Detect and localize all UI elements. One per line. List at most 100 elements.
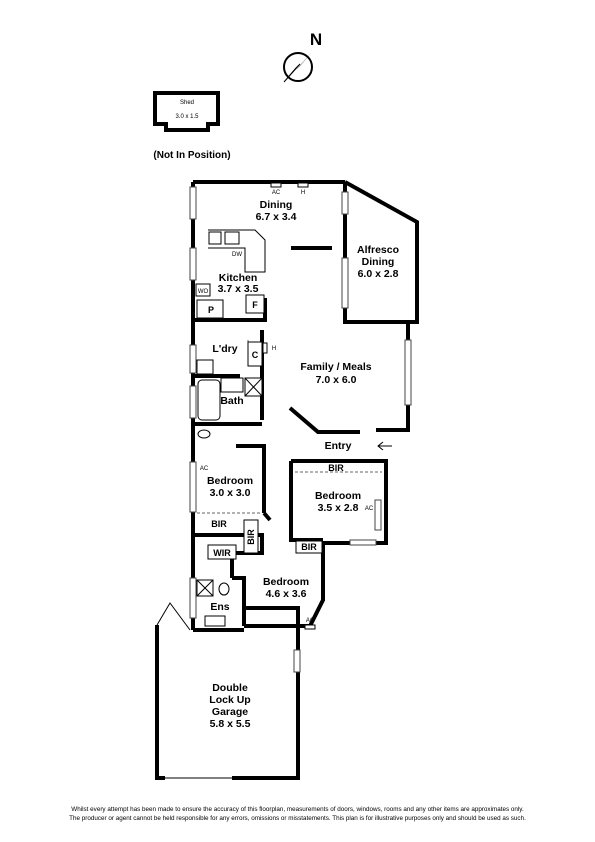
cupboard-box <box>247 341 263 367</box>
laundry-label: L'dry <box>212 343 237 355</box>
outer-wall-north-east <box>193 180 419 432</box>
dishwasher-label: DW <box>232 252 242 258</box>
house-walls <box>191 180 419 632</box>
garage-label-3: Garage <box>212 706 248 718</box>
alfresco-label-2: Dining <box>362 256 395 268</box>
bir-label-bed2: BIR <box>211 519 227 529</box>
fridge-box <box>245 294 265 314</box>
window-laundry <box>189 344 197 374</box>
bir-bed1-box <box>295 540 323 554</box>
window-dining <box>189 186 197 220</box>
toilet-icon <box>197 429 211 439</box>
pantry-box <box>196 299 224 319</box>
alfresco-size: 6.0 x 2.8 <box>358 268 399 280</box>
garage-size: 5.8 x 5.5 <box>210 718 251 730</box>
garage-label-1: Double <box>212 682 248 694</box>
vanity-icon <box>220 377 244 393</box>
wall-bedroom3-west <box>262 461 323 542</box>
wall-dining-divider <box>291 246 332 250</box>
cooktop-icon <box>208 231 222 245</box>
bathtub-icon <box>197 379 221 421</box>
bir-label-bed3: BIR <box>328 463 344 473</box>
alfresco-label-1: Alfresco <box>357 244 399 256</box>
window-bedroom3 <box>374 499 382 531</box>
garage-window <box>293 649 301 673</box>
wo-box <box>195 283 211 297</box>
garage-side-door <box>156 602 191 631</box>
sink-icon <box>224 231 240 245</box>
shed-label: Shed <box>180 100 194 106</box>
pantry-label: P <box>208 305 214 315</box>
bir-vertical-box <box>243 519 259 554</box>
kitchen-label: Kitchen <box>219 272 258 284</box>
bir-label-vertical: BIR <box>246 529 256 545</box>
ac-label-bedroom2: AC <box>200 466 209 472</box>
bedroom2-size: 3.0 x 3.0 <box>210 487 251 499</box>
bedroom1-label: Bedroom <box>263 576 309 588</box>
ensuite-toilet-icon <box>218 582 230 596</box>
kitchen-size: 3.7 x 3.5 <box>218 283 259 295</box>
wall-ensuite <box>230 553 246 626</box>
heater-unit-dining <box>297 182 309 188</box>
bedroom3-size: 3.5 x 2.8 <box>318 502 359 514</box>
window-dining-east <box>341 191 349 215</box>
ensuite-shower-cross-icon <box>196 579 214 597</box>
built-ins <box>197 340 382 560</box>
ac-unit-bedroom1 <box>304 624 316 630</box>
shed-size: 3.0 x 1.5 <box>175 114 199 120</box>
kitchen-bench <box>208 229 266 273</box>
family-label: Family / Meals <box>300 361 371 373</box>
wall-kitchen-south <box>193 298 267 322</box>
family-size: 7.0 x 6.0 <box>316 374 357 386</box>
ac-label-bedroom3: AC <box>365 506 374 512</box>
shed-outline <box>153 91 220 132</box>
ac-unit-dining <box>270 182 282 188</box>
bath-label: Bath <box>220 395 243 407</box>
window-kitchen <box>189 247 197 281</box>
window-bedroom3-south <box>349 539 377 546</box>
disclaimer-line-2: The producer or agent cannot be held res… <box>69 815 526 822</box>
window-ensuite <box>189 577 197 619</box>
heater-label-family: H <box>272 346 276 352</box>
window-family <box>404 339 412 406</box>
dining-size: 6.7 x 3.4 <box>256 211 297 223</box>
ensuite-label: Ens <box>210 601 229 613</box>
disclaimer-line-1: Whilst every attempt has been made to en… <box>71 806 524 813</box>
laundry-trough-icon <box>196 359 214 375</box>
window-bath <box>189 385 197 419</box>
heater-label-dining: H <box>301 190 305 196</box>
window-bedroom2 <box>189 461 197 513</box>
ac-label-bedroom1: AC <box>306 618 315 624</box>
dining-label: Dining <box>260 199 293 211</box>
wir-box <box>207 544 237 560</box>
compass-tail-icon <box>283 63 301 83</box>
windows <box>189 186 412 619</box>
garage-walls <box>155 606 300 780</box>
fixture-labels: AC H DW WO P F C H AC AC AC BIR BIR BIR … <box>198 190 374 624</box>
compass: N <box>283 30 322 83</box>
cupboard-label: C <box>252 350 259 360</box>
wet-area-fixtures <box>196 359 263 627</box>
garage <box>155 602 301 780</box>
ac-label-dining: AC <box>272 190 281 196</box>
bir-label-bed1: BIR <box>301 542 317 552</box>
entry-arrow-icon <box>377 441 392 451</box>
kitchen-fixtures <box>195 229 266 367</box>
wall-bedroom2-north <box>236 444 266 513</box>
fridge-label: F <box>252 300 258 310</box>
ensuite-vanity-icon <box>204 615 226 627</box>
window-alfresco <box>341 257 349 309</box>
compass-ring-icon <box>283 52 313 82</box>
bedroom2-label: Bedroom <box>207 475 253 487</box>
heater-unit-family <box>262 342 268 354</box>
wo-label: WO <box>198 289 209 295</box>
bedroom1-size: 4.6 x 3.6 <box>266 588 307 600</box>
room-labels: Dining 6.7 x 3.4 Alfresco Dining 6.0 x 2… <box>207 199 399 730</box>
shower-cross-icon <box>244 377 263 397</box>
compass-needle-icon <box>296 52 312 70</box>
wall-entry <box>288 406 360 434</box>
entry-label: Entry <box>325 440 352 452</box>
wir-label: WIR <box>213 548 231 558</box>
shed: Shed 3.0 x 1.5 (Not In Position) <box>153 91 231 161</box>
